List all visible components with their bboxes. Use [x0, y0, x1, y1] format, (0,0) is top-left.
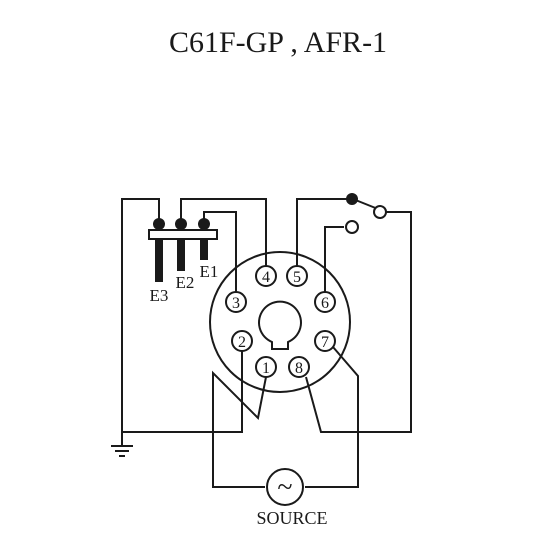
e3-connection-dot	[153, 218, 165, 230]
pin-label-8: 8	[295, 360, 303, 377]
e1-connection-dot	[198, 218, 210, 230]
ground-symbol-lines	[111, 445, 133, 457]
pin-label-6: 6	[321, 295, 329, 312]
electrode-rod-e2	[177, 239, 185, 271]
pin-6-to-contact-wire	[324, 226, 344, 292]
electrode-label-e3: E3	[150, 286, 169, 305]
electrode-label-e1: E1	[200, 262, 219, 281]
ac-source-symbol	[266, 468, 304, 506]
socket-keyway	[258, 300, 302, 350]
e1-to-pin-3-wire	[203, 211, 237, 292]
contact-to-pin-7-wire	[305, 211, 412, 433]
pin-5-to-relay-common-wire	[296, 198, 352, 266]
diagram-title: C61F-GP , AFR-1	[169, 26, 387, 59]
electrode-label-e2: E2	[176, 273, 195, 292]
e3-ground-wire	[121, 198, 243, 433]
pin-label-1: 1	[262, 360, 270, 377]
source-label: SOURCE	[256, 508, 327, 528]
electrode-rod-e1	[200, 239, 208, 260]
pin-label-3: 3	[232, 295, 240, 312]
ac-wave-icon: ~	[277, 472, 292, 503]
relay-nc-contact	[345, 220, 359, 234]
electrode-rod-e3	[155, 239, 163, 282]
pin-2-source-wire	[305, 346, 359, 488]
pin-7-terminal	[314, 330, 336, 352]
relay-no-contact	[373, 205, 387, 219]
e2-connection-dot	[175, 218, 187, 230]
socket-base	[209, 251, 351, 393]
pin-label-7: 7	[321, 334, 329, 351]
pin-label-5: 5	[293, 269, 301, 286]
electrode-holder	[148, 229, 218, 240]
pin-label-2: 2	[238, 334, 246, 351]
pin-8-terminal	[288, 356, 310, 378]
pin-label-4: 4	[262, 269, 270, 286]
pin-1-source-wire	[212, 370, 267, 488]
relay-common-dot	[346, 193, 358, 205]
e2-to-pin-4-wire	[180, 198, 267, 266]
